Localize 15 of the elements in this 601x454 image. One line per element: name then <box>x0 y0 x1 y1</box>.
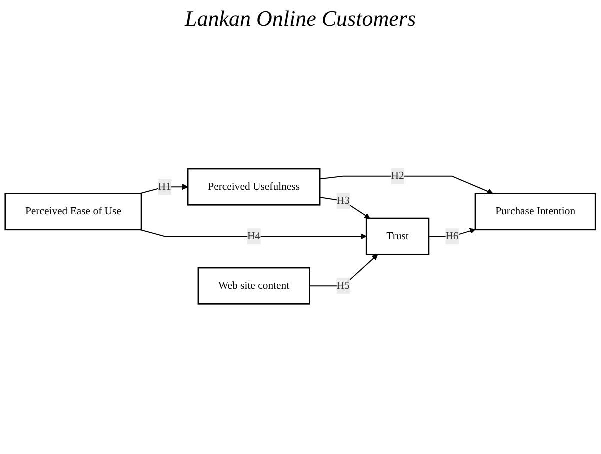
edge-label: H5 <box>336 280 350 292</box>
node-box: Purchase Intention <box>474 193 596 231</box>
edge-label: H3 <box>336 195 350 207</box>
node-box: Perceived Ease of Use <box>4 193 142 231</box>
arrow <box>310 254 378 287</box>
node-box: Perceived Usefulness <box>187 168 321 206</box>
arrow <box>140 230 367 240</box>
diagram-title: Lankan Online Customers <box>185 6 416 32</box>
node-box: Trust <box>366 218 430 256</box>
edge-label: H4 <box>248 230 261 242</box>
edge-label: H1 <box>158 181 172 193</box>
arrow <box>320 176 494 195</box>
edge-label: H6 <box>446 230 459 242</box>
node-box: Web site content <box>198 268 310 306</box>
edge-label: H2 <box>391 170 404 182</box>
